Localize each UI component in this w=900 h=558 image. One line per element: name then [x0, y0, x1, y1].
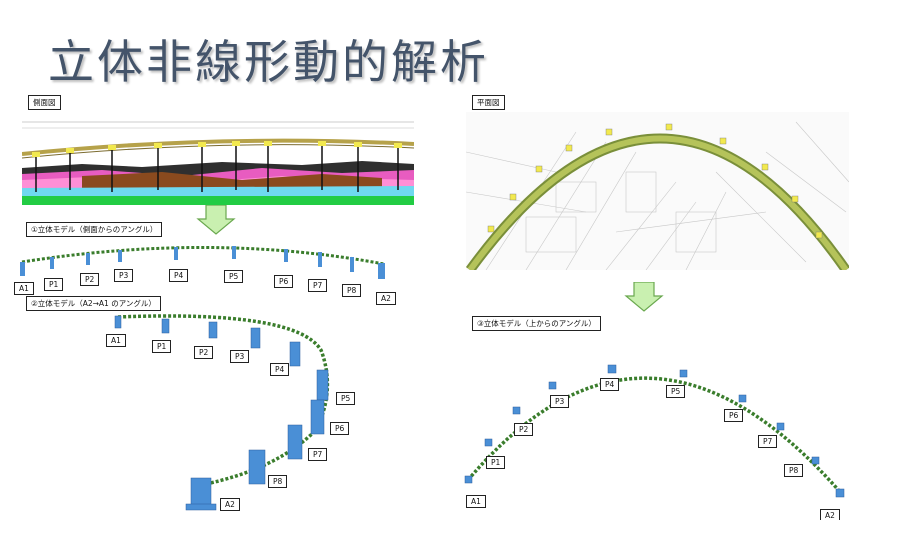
arrow-down-icon — [624, 282, 664, 312]
pier-label-p6: P6 — [274, 275, 294, 288]
pier-label-p5: P5 — [224, 270, 244, 283]
pier-label-p1: P1 — [486, 456, 506, 469]
pier-label-p6: P6 — [330, 422, 350, 435]
pier-label-p7: P7 — [308, 448, 328, 461]
model-side-label: ①立体モデル（側面からのアングル） — [26, 222, 163, 237]
pier-label-a2: A2 — [220, 498, 240, 511]
model-a2a1-label: ②立体モデル（A2→A1 のアングル） — [26, 296, 161, 311]
pier-label-p2: P2 — [514, 423, 534, 436]
model-side-view: A1 P1 P2 P3 P4 P5 P6 P7 P8 A2 — [12, 238, 412, 306]
pier-label-p2: P2 — [194, 346, 214, 359]
pier-label-p7: P7 — [758, 435, 778, 448]
model-a2a1-view: A1 P1 P2 P3 P4 P5 P6 P7 P8 A2 — [96, 310, 366, 515]
pier-label-a1: A1 — [466, 495, 486, 508]
pier-label-p4: P4 — [600, 378, 620, 391]
pier-label-p5: P5 — [666, 385, 686, 398]
side-view-label: 側面図 — [28, 95, 61, 110]
model-top-view: A1 P1 P2 P3 P4 P5 P6 P7 P8 A2 — [456, 355, 856, 520]
page-title: 立体非線形動的解析 — [48, 35, 489, 89]
pier-label-p4: P4 — [270, 363, 290, 376]
pier-label-p3: P3 — [114, 269, 134, 282]
side-elevation-drawing — [22, 110, 414, 205]
pier-label-a2: A2 — [376, 292, 396, 305]
pier-label-p8: P8 — [268, 475, 288, 488]
pier-label-p6: P6 — [724, 409, 744, 422]
pier-label-p1: P1 — [44, 278, 64, 291]
arrow-down-icon — [196, 205, 236, 235]
pier-label-a2: A2 — [820, 509, 840, 520]
pier-label-p7: P7 — [308, 279, 328, 292]
pier-label-p4: P4 — [169, 269, 189, 282]
pier-label-p3: P3 — [230, 350, 250, 363]
plan-view-drawing — [466, 112, 849, 270]
pier-label-p1: P1 — [152, 340, 172, 353]
pier-label-p8: P8 — [784, 464, 804, 477]
pier-label-p5: P5 — [336, 392, 356, 405]
pier-label-p2: P2 — [80, 273, 100, 286]
model-top-label: ③立体モデル（上からのアングル） — [472, 316, 601, 331]
plan-view-label: 平面図 — [472, 95, 505, 110]
pier-label-a1: A1 — [106, 334, 126, 347]
pier-label-p8: P8 — [342, 284, 362, 297]
pier-label-a1: A1 — [14, 282, 34, 295]
pier-label-p3: P3 — [550, 395, 570, 408]
